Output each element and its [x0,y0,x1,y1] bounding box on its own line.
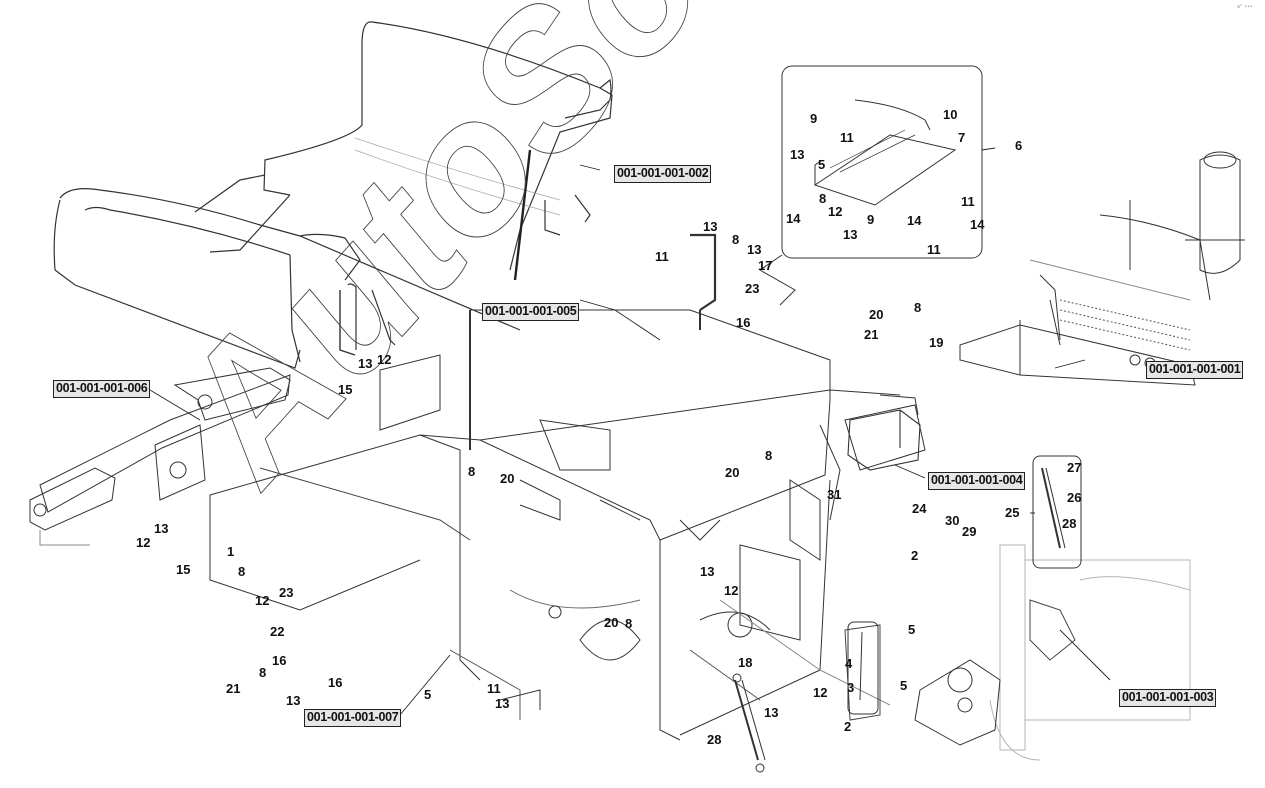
callout: 20 [725,465,740,480]
seat-body-assembly [53,21,613,369]
callout: 29 [962,524,977,539]
callout: 16 [272,653,287,668]
callout: 13 [843,227,858,242]
axle-beam-assembly [29,367,291,546]
callout: 14 [970,217,985,232]
callout: 11 [840,130,854,145]
callout: 8 [468,464,476,479]
callout: 26 [1067,490,1082,505]
callout: 15 [338,382,353,397]
callout: 20 [869,307,884,322]
callout: 16 [328,675,343,690]
leader-lines [149,147,1111,716]
watermark-text: AutoSoft [147,0,821,529]
callout: 9 [810,111,818,126]
assembly-label-006[interactable]: 001-001-001-006 [53,380,151,398]
callout: 24 [912,501,927,516]
callout: 21 [226,681,241,696]
callout: 9 [867,212,875,227]
assembly-label-004[interactable]: 001-001-001-004 [928,472,1026,490]
assembly-label-002[interactable]: 001-001-001-002 [614,165,712,183]
callout: 23 [745,281,760,296]
callout: 13 [764,705,779,720]
callout: 4 [845,656,853,671]
callout: 14 [786,211,801,226]
callout: 8 [765,448,773,463]
callout: 12 [724,583,739,598]
callout: 13 [700,564,715,579]
assembly-label-007[interactable]: 001-001-001-007 [304,709,402,727]
callout: 5 [900,678,908,693]
callout: 8 [259,665,267,680]
callout: 25 [1005,505,1020,520]
callout: 5 [424,687,432,702]
seat-support-box [847,409,921,471]
callout: 12 [255,593,270,608]
callout: 10 [943,107,958,122]
callout: 8 [238,564,246,579]
callout: 7 [958,130,966,145]
callout: 14 [907,213,922,228]
callout: 12 [813,685,828,700]
assembly-label-001[interactable]: 001-001-001-001 [1146,361,1244,379]
callout: 11 [961,194,975,209]
callout: 13 [286,693,301,708]
callout: 8 [625,616,633,631]
callout: 31 [827,487,842,502]
callout: 20 [604,615,619,630]
callout: 23 [279,585,294,600]
callout: 12 [828,204,843,219]
callout: 1 [227,544,235,559]
hydraulic-cylinder-28 [732,673,766,773]
callout: 12 [136,535,151,550]
assembly-label-005[interactable]: 001-001-001-005 [482,303,580,321]
rear-engine-structure [914,544,1191,761]
callout: 13 [790,147,805,162]
battery-tray-detail-box [759,65,983,306]
callout: 11 [487,681,501,696]
callout: 19 [929,335,944,350]
callout: 17 [758,258,773,273]
callout: 13 [747,242,762,257]
corner-mark: a° ••• [1236,4,1253,10]
callout: 13 [703,219,718,234]
callout: 12 [377,352,392,367]
callout: 5 [908,622,916,637]
callout: 21 [864,327,879,342]
hinge-detail-box-2 [847,621,879,715]
callout: 28 [707,732,722,747]
callout: 16 [736,315,751,330]
assembly-label-003[interactable]: 001-001-001-003 [1119,689,1217,707]
step-platform-assembly [959,151,1245,386]
watermark: AutoSoft [146,0,821,529]
callout: 8 [914,300,922,315]
callout: 15 [176,562,191,577]
callout: 2 [844,719,852,734]
callout: 18 [738,655,753,670]
callout: 6 [1015,138,1023,153]
callout: 30 [945,513,960,528]
callout: 11 [655,249,669,264]
callout: 28 [1062,516,1077,531]
callout: 13 [358,356,373,371]
callout: 13 [154,521,169,536]
callout: 13 [495,696,510,711]
callout: 20 [500,471,515,486]
gas-strut-detail-box [1032,455,1082,569]
main-chassis-frame [209,233,926,741]
callout: 22 [270,624,285,639]
callout: 11 [927,242,941,257]
callout: 2 [911,548,919,563]
callout: 5 [818,157,826,172]
callout: 8 [732,232,740,247]
callout: 27 [1067,460,1082,475]
callout: 8 [819,191,827,206]
callout: 3 [847,680,855,695]
